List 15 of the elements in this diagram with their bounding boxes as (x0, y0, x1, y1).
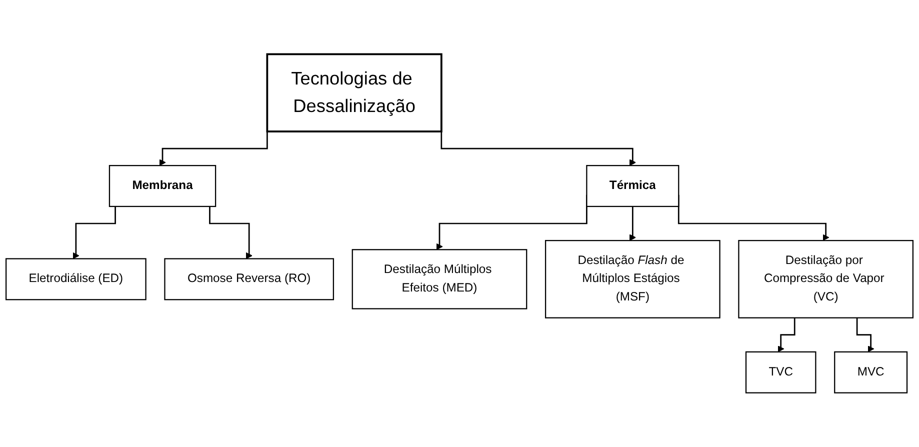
arrow (72, 206, 116, 260)
node-box: MVC (834, 351, 908, 394)
node-box: Destilação Múltiplos Efeitos (MED) (352, 249, 528, 310)
node-box: Destilação por Compressão de Vapor (VC) (738, 240, 914, 318)
node-box: Membrana (108, 164, 216, 208)
node-box: TVC (745, 351, 816, 394)
node-box: Eletrodiálise (ED) (6, 258, 146, 300)
arrow (629, 206, 636, 241)
arrow (856, 318, 874, 352)
node-box: Osmose Reversa (RO) (164, 258, 334, 300)
node-box: Tecnologias de Dessalinização (266, 53, 442, 132)
node-box: Térmica (586, 164, 680, 208)
arrow (209, 206, 252, 260)
arrow (778, 318, 796, 352)
node-box: Destilação Flash de Múltiplos Estágios (MSF) (544, 240, 720, 318)
